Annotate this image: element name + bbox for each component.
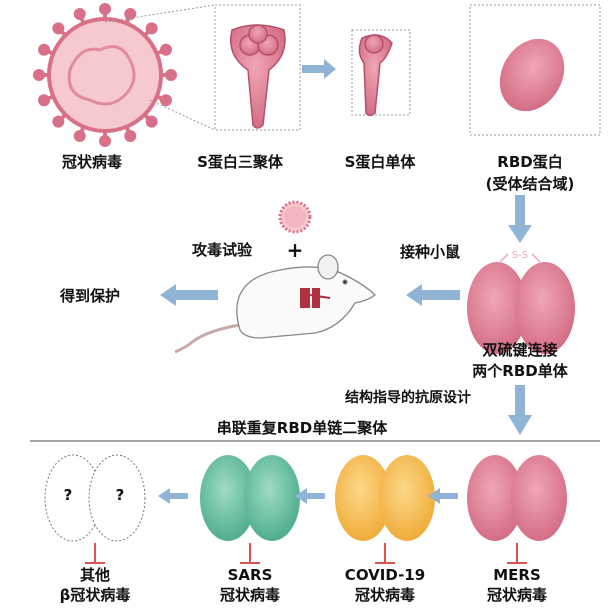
spike-tip <box>73 129 86 142</box>
other-beta-line2: β冠状病毒 <box>59 586 131 604</box>
arrow-down-icon <box>508 385 532 435</box>
unknown-mark: ? <box>63 486 73 504</box>
dimer-label-line1: 双硫键连接 <box>482 341 558 359</box>
spike-tip <box>99 135 111 147</box>
s-trimer-label: S蛋白三聚体 <box>197 153 283 171</box>
spike-tip <box>159 43 172 56</box>
spike-tip <box>165 69 177 81</box>
spike-tip <box>73 8 86 21</box>
mers-dimer-icon <box>467 455 567 541</box>
coronavirus-label: 冠状病毒 <box>61 153 123 171</box>
sars-line2: 冠状病毒 <box>219 586 281 604</box>
spike-tip <box>145 115 158 128</box>
spike-tip <box>52 22 65 35</box>
covid19-line2: 冠状病毒 <box>354 586 416 604</box>
spike-tip <box>124 8 137 21</box>
coronavirus-icon <box>33 3 177 147</box>
other-beta-line1: 其他 <box>79 566 111 584</box>
spike-tip <box>124 129 137 142</box>
small-virus-icon <box>278 200 312 234</box>
rbd-protein-label: RBD蛋白 <box>497 153 563 171</box>
protected-label: 得到保护 <box>59 287 121 305</box>
plus-sign: + <box>286 238 304 262</box>
zoom-guides <box>104 4 601 136</box>
mers-line1: MERS <box>493 566 541 584</box>
arrow-left-icon <box>428 488 458 504</box>
mouse-icon <box>174 254 376 354</box>
spike-tip <box>38 43 51 56</box>
unknown-mark: ? <box>115 486 125 504</box>
rbd-dimer-disulfide-icon <box>467 253 575 354</box>
spike-tip <box>99 3 111 15</box>
structure-guided-label: 结构指导的抗原设计 <box>345 390 471 406</box>
inhibition-icon <box>240 543 260 564</box>
other-beta-dimer-icon <box>44 454 146 542</box>
rbd-protein-icon <box>499 38 565 112</box>
inhibition-icon <box>375 543 395 564</box>
spike-tip <box>145 22 158 35</box>
spike-tip <box>33 69 45 81</box>
inhibition-icon <box>85 543 105 564</box>
arrow-left-icon <box>158 488 188 504</box>
arrow-left-icon <box>295 488 325 504</box>
sars-line1: SARS <box>227 566 273 584</box>
s-monomer-icon <box>358 34 393 117</box>
arrow-right-icon <box>302 59 336 79</box>
challenge-label: 攻毒试验 <box>191 241 253 259</box>
arrow-left-icon <box>406 284 460 306</box>
dimer-label-line2: 两个RBD单体 <box>472 362 568 380</box>
covid19-dimer-icon <box>335 455 435 541</box>
arrow-down-icon <box>508 195 532 243</box>
rbd-subtitle: (受体结合域) <box>485 175 575 193</box>
immunize-label: 接种小鼠 <box>399 243 461 261</box>
sars-dimer-icon <box>200 455 300 541</box>
spike-tip <box>159 94 172 107</box>
covid19-line1: COVID-19 <box>344 566 426 584</box>
s-trimer-icon <box>230 24 286 129</box>
arrow-left-icon <box>160 284 218 306</box>
s-monomer-label: S蛋白单体 <box>344 153 416 171</box>
mers-line2: 冠状病毒 <box>486 586 548 604</box>
disulfide-label: S-S <box>511 250 529 261</box>
spike-tip <box>38 94 51 107</box>
inhibition-icon <box>507 543 527 564</box>
tandem-dimer-label: 串联重复RBD单链二聚体 <box>216 419 388 437</box>
spike-tip <box>52 115 65 128</box>
